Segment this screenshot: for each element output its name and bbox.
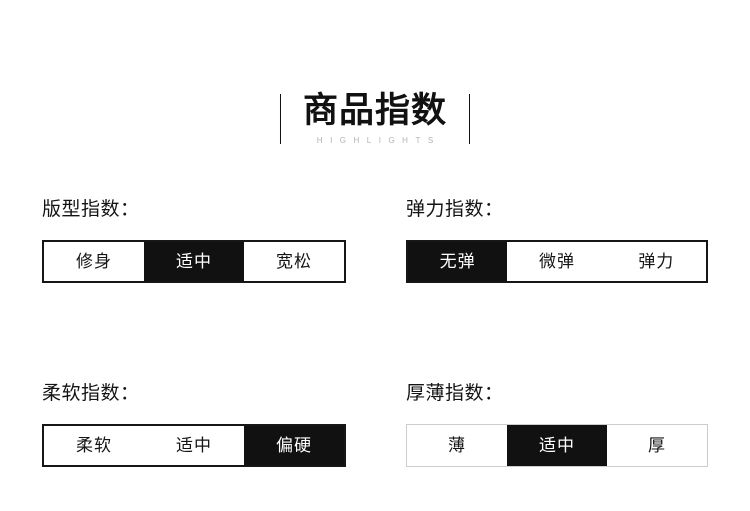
index-grid: 版型指数： 修身 适中 宽松 弹力指数： 无弹 微弹 弹力 柔软指数： 柔软 适… xyxy=(0,196,750,467)
index-scale-softness: 柔软 适中 偏硬 xyxy=(42,424,346,467)
index-block-thickness: 厚薄指数： 薄 适中 厚 xyxy=(406,380,708,467)
scale-option-softness-0[interactable]: 柔软 xyxy=(44,426,144,465)
scale-option-thickness-2[interactable]: 厚 xyxy=(607,425,707,466)
scale-option-fit-2[interactable]: 宽松 xyxy=(244,242,344,281)
index-block-softness: 柔软指数： 柔软 适中 偏硬 xyxy=(42,380,346,467)
scale-option-elasticity-2[interactable]: 弹力 xyxy=(606,242,706,281)
index-block-fit: 版型指数： 修身 适中 宽松 xyxy=(42,196,346,283)
index-scale-thickness: 薄 适中 厚 xyxy=(406,424,708,467)
scale-option-softness-2[interactable]: 偏硬 xyxy=(244,426,344,465)
page-header: 商品指数 HIGHLIGHTS xyxy=(0,0,750,190)
index-label-fit: 版型指数： xyxy=(42,199,140,220)
page-title: 商品指数 xyxy=(302,91,448,130)
scale-option-fit-0[interactable]: 修身 xyxy=(44,242,144,281)
title-stack: 商品指数 HIGHLIGHTS xyxy=(281,90,469,147)
index-block-elasticity: 弹力指数： 无弹 微弹 弹力 xyxy=(406,196,708,283)
index-label-elasticity: 弹力指数： xyxy=(406,199,504,220)
title-right-rule-icon xyxy=(469,94,471,144)
scale-option-elasticity-0[interactable]: 无弹 xyxy=(408,242,508,281)
page-subtitle: HIGHLIGHTS xyxy=(316,136,441,145)
scale-option-fit-1[interactable]: 适中 xyxy=(144,242,244,281)
index-row-1: 版型指数： 修身 适中 宽松 弹力指数： 无弹 微弹 弹力 xyxy=(0,196,750,283)
title-left-rule-icon xyxy=(279,94,281,144)
index-scale-elasticity: 无弹 微弹 弹力 xyxy=(406,240,708,283)
scale-option-softness-1[interactable]: 适中 xyxy=(144,426,244,465)
index-row-2: 柔软指数： 柔软 适中 偏硬 厚薄指数： 薄 适中 厚 xyxy=(0,380,750,467)
scale-option-thickness-0[interactable]: 薄 xyxy=(407,425,507,466)
index-label-thickness: 厚薄指数： xyxy=(406,383,504,404)
scale-option-thickness-1[interactable]: 适中 xyxy=(507,425,607,466)
title-group: 商品指数 HIGHLIGHTS xyxy=(279,90,471,147)
scale-option-elasticity-1[interactable]: 微弹 xyxy=(507,242,607,281)
index-scale-fit: 修身 适中 宽松 xyxy=(42,240,346,283)
index-label-softness: 柔软指数： xyxy=(42,383,140,404)
